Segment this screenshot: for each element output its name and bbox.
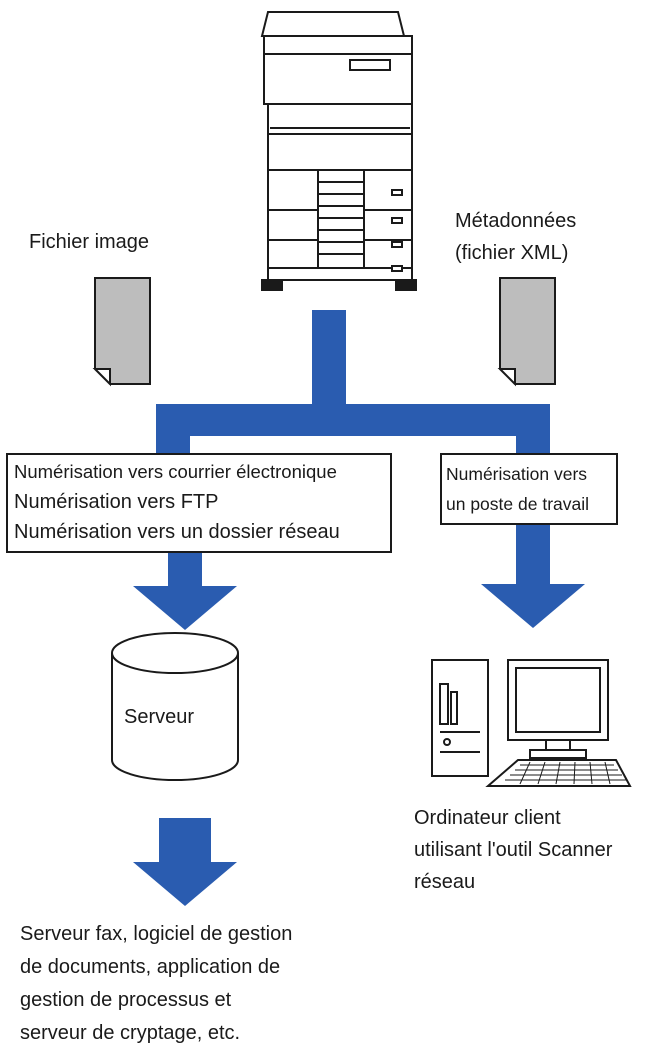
image-file-label: Fichier image — [29, 231, 150, 253]
method-desktop-line-1: Numérisation vers — [446, 464, 588, 484]
method-desktop-line-2: un poste de travail — [446, 494, 590, 514]
arrow-down-icon — [133, 586, 237, 630]
metadata-label: Métadonnées (fichier XML) — [455, 210, 577, 264]
method-ftp: Numérisation vers FTP — [14, 491, 219, 513]
document-icon — [497, 277, 556, 387]
client-label: Ordinateur client utilisant l'outil Scan… — [414, 807, 613, 893]
method-email: Numérisation vers courrier électronique — [14, 461, 337, 482]
document-icon — [92, 277, 151, 387]
arrow-down-icon — [481, 584, 585, 628]
destinations-label: Serveur fax, logiciel de gestion de docu… — [20, 923, 293, 1044]
method-network-folder: Numérisation vers un dossier réseau — [14, 521, 340, 543]
pc-method-box: Numérisation vers un poste de travail — [440, 453, 618, 525]
server-label: Serveur — [124, 706, 195, 728]
arrow-down-icon — [133, 818, 237, 906]
server-icon — [111, 632, 239, 781]
connector-lines — [156, 310, 550, 587]
computer-icon — [431, 659, 632, 787]
printer-icon — [260, 11, 417, 291]
server-methods-box: Numérisation vers courrier électronique … — [6, 453, 392, 553]
